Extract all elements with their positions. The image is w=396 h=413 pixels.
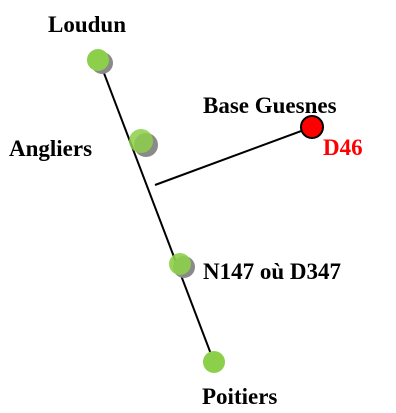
loudun-marker[interactable] — [87, 49, 113, 74]
n147-marker[interactable] — [169, 253, 195, 278]
d46-road-label: D46 — [323, 135, 363, 160]
base-guesnes-label: Base Guesnes — [203, 93, 337, 118]
poitiers-marker[interactable] — [203, 351, 225, 373]
angliers-marker[interactable] — [129, 129, 158, 157]
n147-road-label: N147 où D347 — [203, 259, 342, 284]
poitiers-label: Poitiers — [202, 384, 278, 409]
main-road-line — [98, 59, 215, 363]
angliers-label: Angliers — [9, 136, 93, 161]
base-guesnes-marker[interactable] — [300, 115, 324, 139]
loudun-label: Loudun — [48, 12, 127, 37]
branch-road-line — [154, 126, 313, 186]
